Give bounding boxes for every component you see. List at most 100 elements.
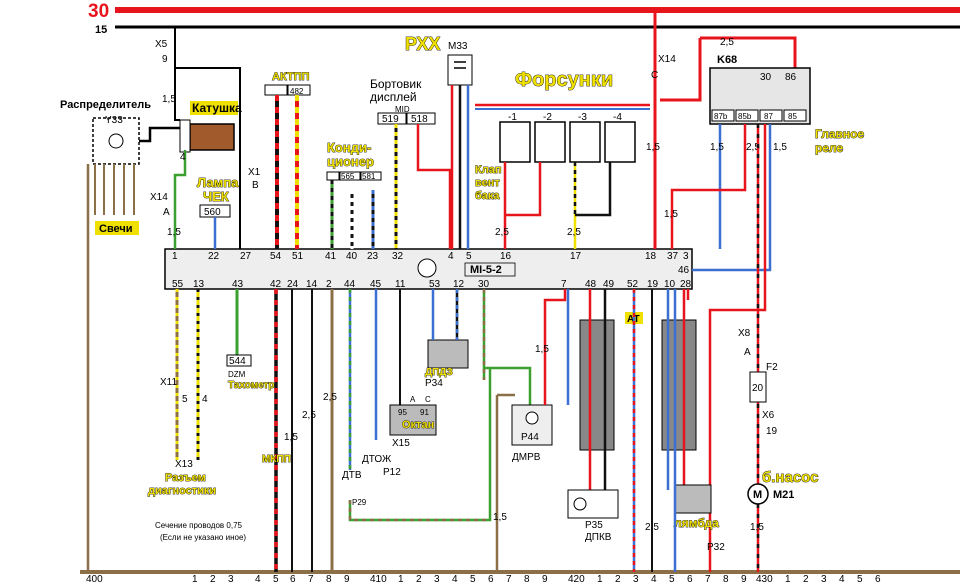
kond-code-a: 565 (341, 172, 355, 181)
svg-text:2: 2 (615, 574, 621, 585)
svg-text:4: 4 (651, 574, 657, 585)
ckp-shielded-cable (579, 319, 615, 451)
svg-text:3: 3 (821, 574, 827, 585)
relay-pins: 87b 85b 87 85 (711, 109, 807, 122)
ecu-pin-42: 42 (270, 279, 282, 290)
svg-text:1,5: 1,5 (167, 227, 181, 238)
x15-label: X15 (392, 438, 410, 449)
x8-pin: A (744, 347, 751, 358)
x5-pin: 9 (162, 54, 168, 65)
aktpp-code: 482 (290, 87, 304, 96)
svg-text:2: 2 (416, 574, 422, 585)
ecu-pin-49: 49 (603, 279, 615, 290)
ecu-pin-13: 13 (193, 279, 205, 290)
bortovik-2: дисплей (370, 90, 417, 104)
p12-label: P12 (383, 467, 401, 478)
svg-text:9: 9 (344, 574, 350, 585)
bortovik-1: Бортовик (370, 77, 422, 91)
lampa-label-2: ЧЕК (203, 189, 229, 204)
p34-label: P34 (425, 378, 443, 389)
p44-label: P44 (521, 432, 539, 443)
ecu-pin-7: 7 (561, 279, 567, 290)
svg-text:6: 6 (290, 574, 296, 585)
x6-pin: 19 (766, 426, 778, 437)
ecu-pin-23: 23 (367, 251, 379, 262)
ecu-pin-11: 11 (395, 279, 406, 290)
svg-text:1,5: 1,5 (162, 94, 176, 105)
ecu-pin-24: 24 (287, 279, 299, 290)
svg-text:2,5: 2,5 (495, 227, 509, 238)
svg-text:1: 1 (785, 574, 791, 585)
razem-2: диагностики (148, 485, 216, 497)
x5-label: X5 (155, 39, 168, 50)
f2-value: 20 (752, 383, 764, 394)
ecu-pin-44: 44 (344, 279, 356, 290)
svg-text:4: 4 (839, 574, 845, 585)
ecu-name: MI-5-2 (470, 264, 502, 276)
svg-text:4: 4 (180, 152, 186, 163)
m33-label: M33 (448, 41, 468, 52)
x14-left-pin: A (163, 207, 170, 218)
svg-text:2: 2 (803, 574, 809, 585)
dzm-label: DZM (228, 370, 246, 379)
x1-label: X1 (248, 167, 261, 178)
svg-text:1,5: 1,5 (284, 432, 298, 443)
ecu-pin-40: 40 (346, 251, 358, 262)
lyambda-label: лямбда (674, 516, 719, 530)
ecu-pin-51: 51 (292, 251, 304, 262)
klapan-2: вент (475, 177, 500, 189)
kond-label-2: ционер (327, 154, 374, 169)
svg-text:8: 8 (723, 574, 729, 585)
svg-text:1,5: 1,5 (750, 522, 764, 533)
svg-text:4: 4 (255, 574, 261, 585)
fuel-pump (747, 483, 769, 505)
svg-text:1: 1 (597, 574, 603, 585)
x14-label: X14 (658, 54, 676, 65)
tahometr-code: 544 (229, 356, 246, 367)
svg-text:M: M (753, 489, 762, 501)
dtozh-label: ДТОЖ (362, 454, 392, 465)
bus-15-label: 15 (95, 24, 107, 36)
svg-text:4: 4 (452, 574, 458, 585)
aktpp-label: АКТПП (272, 71, 310, 83)
ecu-pin-3: 3 (683, 251, 689, 262)
svg-text:8: 8 (524, 574, 530, 585)
svg-text:2,5: 2,5 (567, 227, 581, 238)
lambda-sensor (674, 484, 712, 514)
x14-pin: C (651, 70, 658, 81)
ecu-pin-18: 18 (645, 251, 657, 262)
distributor-label: Распределитель (60, 99, 151, 111)
injector-3 (569, 121, 601, 163)
svg-text:7: 7 (506, 574, 512, 585)
svg-text:30: 30 (760, 72, 772, 83)
svg-text:6: 6 (875, 574, 881, 585)
svg-text:86: 86 (785, 72, 797, 83)
ecu-pin-54: 54 (270, 251, 282, 262)
svg-text:5: 5 (182, 394, 188, 405)
tahometr-label: Тахометр (228, 380, 275, 391)
klapan-1: Клап (475, 164, 501, 176)
ecu-pin-55: 55 (172, 279, 184, 290)
ground-pin-labels: 400 1 2 3 4 5 6 7 8 9 410 1 2 3 4 5 6 7 … (86, 574, 881, 585)
razem-1: Разъем (165, 472, 206, 484)
svg-text:5: 5 (857, 574, 863, 585)
svg-text:8: 8 (326, 574, 332, 585)
k68-label: K68 (717, 54, 737, 66)
mid-pin-b: 518 (411, 114, 428, 125)
svg-text:1,5: 1,5 (773, 142, 787, 153)
ecu-pin-52: 52 (627, 279, 639, 290)
dmrv-label: ДМРВ (512, 452, 541, 463)
svechi-label: Свечи (99, 223, 133, 235)
svg-text:2,5: 2,5 (746, 142, 760, 153)
fuse-f2 (749, 371, 767, 403)
x1-pin: B (252, 180, 259, 191)
x6-label: X6 (762, 410, 775, 421)
benz-nasos-label: б.насос (762, 469, 818, 486)
svg-text:5: 5 (669, 574, 675, 585)
y33-label: Y33 (105, 115, 123, 126)
x11-label: X11 (160, 377, 177, 388)
x8-label: X8 (738, 328, 751, 339)
kond-label-1: Конди- (327, 140, 371, 155)
svg-text:85b: 85b (738, 112, 752, 121)
ecu-pin-43: 43 (232, 279, 244, 290)
